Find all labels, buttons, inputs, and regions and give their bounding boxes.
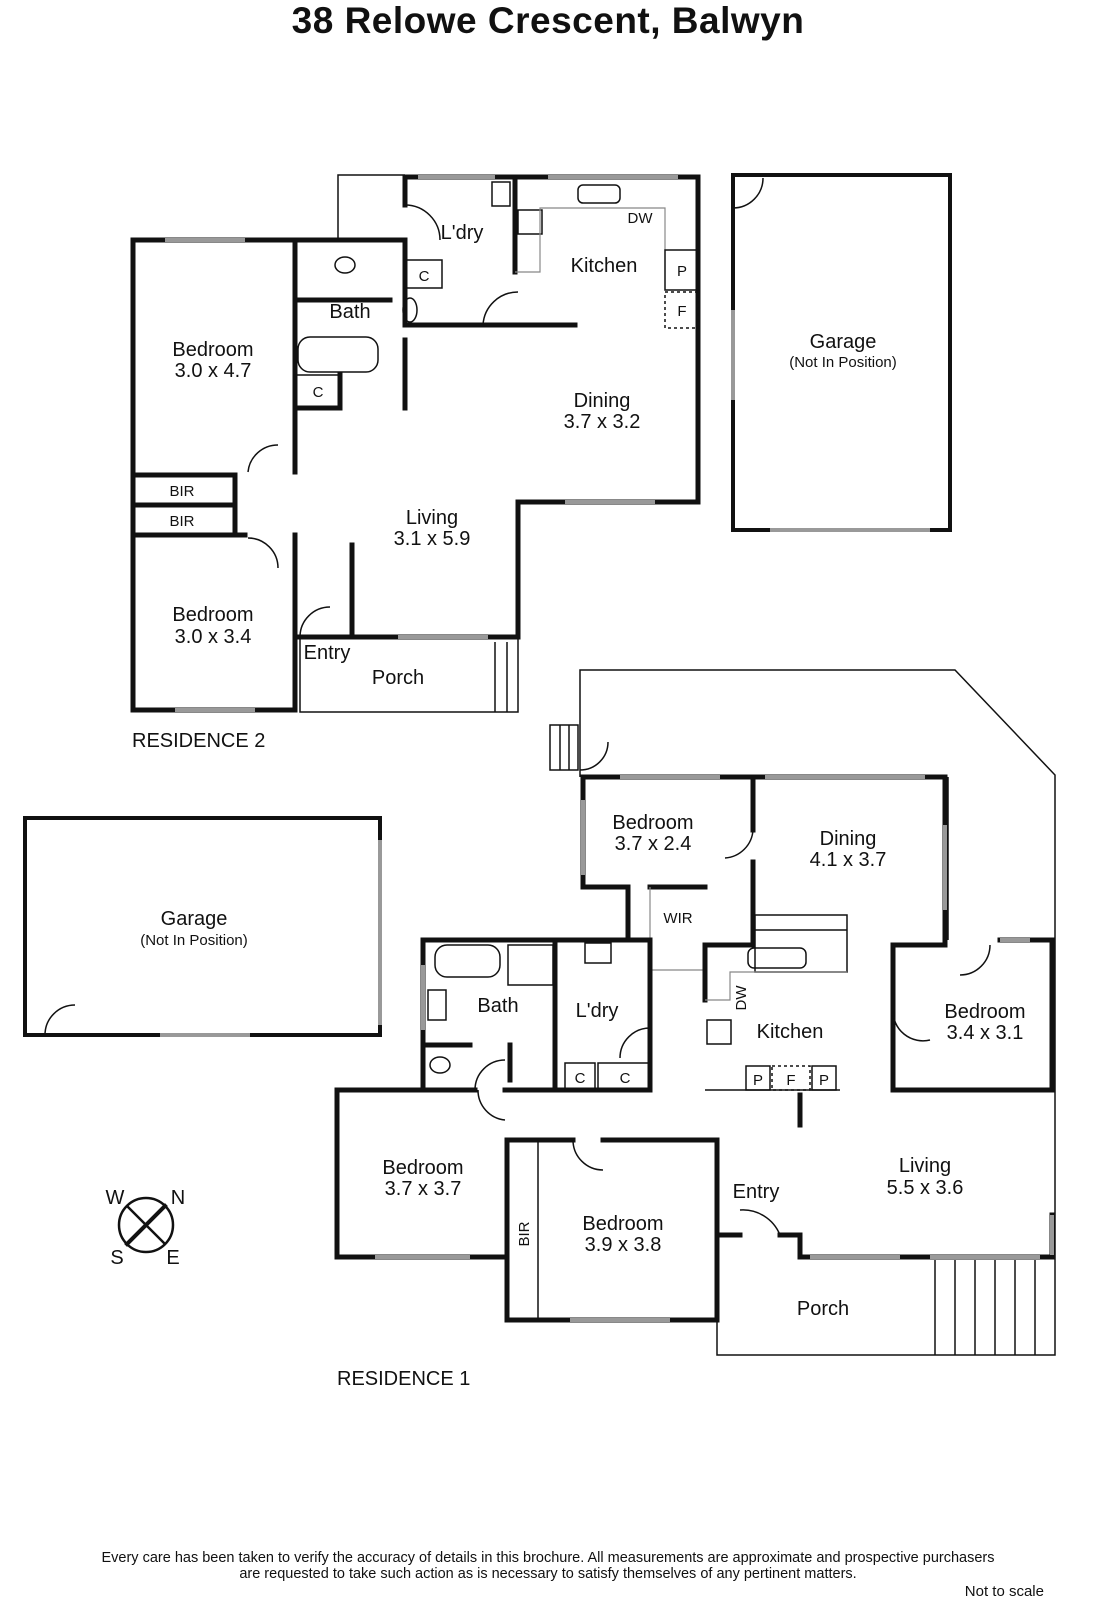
compass-south: S bbox=[110, 1247, 123, 1269]
residence-2-walls bbox=[130, 173, 952, 713]
compass-north: N bbox=[171, 1187, 185, 1209]
room-bedroom-size: 3.4 x 3.1 bbox=[947, 1022, 1024, 1044]
garage-note: (Not In Position) bbox=[140, 932, 248, 949]
cupboard-label: C bbox=[419, 268, 430, 285]
room-living-size: 3.1 x 5.9 bbox=[394, 528, 471, 550]
room-bedroom-name: Bedroom bbox=[172, 604, 253, 626]
dishwasher-label: DW bbox=[733, 985, 750, 1011]
disclaimer-line-1: Every care has been taken to verify the … bbox=[101, 1550, 995, 1566]
room-bedroom-name: Bedroom bbox=[612, 812, 693, 834]
bir-label: BIR bbox=[169, 483, 194, 500]
room-bedroom-name: Bedroom bbox=[382, 1157, 463, 1179]
cupboard-label: C bbox=[313, 384, 324, 401]
room-dining-size: 3.7 x 3.2 bbox=[564, 411, 641, 433]
room-bedroom-name: Bedroom bbox=[172, 339, 253, 361]
residence-2-labels: L'dry Kitchen DW P F C C Bath Bedroom 3.… bbox=[132, 210, 897, 752]
disclaimer: Every care has been taken to verify the … bbox=[0, 1550, 1096, 1582]
compass-icon: W N S E bbox=[106, 1187, 186, 1269]
room-bedroom-name: Bedroom bbox=[582, 1213, 663, 1235]
room-bedroom-size: 3.9 x 3.8 bbox=[585, 1234, 662, 1256]
dishwasher-label: DW bbox=[628, 210, 654, 227]
room-living-name: Living bbox=[899, 1155, 951, 1177]
cupboard-label: C bbox=[575, 1070, 586, 1087]
residence-1-walls bbox=[23, 669, 1056, 1356]
residence-2-label: RESIDENCE 2 bbox=[132, 730, 265, 752]
room-dining-name: Dining bbox=[574, 390, 631, 412]
room-bedroom-name: Bedroom bbox=[944, 1001, 1025, 1023]
room-living-name: Living bbox=[406, 507, 458, 529]
room-living-size: 5.5 x 3.6 bbox=[887, 1177, 964, 1199]
wir-label: WIR bbox=[663, 910, 692, 927]
room-kitchen: Kitchen bbox=[757, 1021, 824, 1043]
room-laundry: L'dry bbox=[576, 1000, 619, 1022]
room-dining-size: 4.1 x 3.7 bbox=[810, 849, 887, 871]
room-bath: Bath bbox=[477, 995, 518, 1017]
room-garage-name: Garage bbox=[161, 908, 228, 930]
fridge-label: F bbox=[786, 1072, 795, 1089]
bir-label: BIR bbox=[169, 513, 194, 530]
room-entry: Entry bbox=[304, 642, 351, 664]
room-bedroom-size: 3.0 x 3.4 bbox=[175, 626, 252, 648]
property-title: 38 Relowe Crescent, Balwyn bbox=[291, 0, 805, 41]
room-bedroom-size: 3.7 x 3.7 bbox=[385, 1178, 462, 1200]
compass-west: W bbox=[106, 1187, 125, 1209]
room-laundry: L'dry bbox=[441, 222, 484, 244]
room-bedroom-size: 3.7 x 2.4 bbox=[615, 833, 692, 855]
pantry-label: P bbox=[819, 1072, 829, 1089]
room-bath: Bath bbox=[329, 301, 370, 323]
room-bedroom-size: 3.0 x 4.7 bbox=[175, 360, 252, 382]
fridge-label: F bbox=[677, 303, 686, 320]
room-entry: Entry bbox=[733, 1181, 780, 1203]
cupboard-label: C bbox=[620, 1070, 631, 1087]
pantry-label: P bbox=[677, 263, 687, 280]
compass-east: E bbox=[166, 1247, 179, 1269]
room-porch: Porch bbox=[372, 667, 424, 689]
bir-label: BIR bbox=[516, 1221, 533, 1246]
residence-1-label: RESIDENCE 1 bbox=[337, 1368, 470, 1390]
pantry-label: P bbox=[753, 1072, 763, 1089]
room-garage-name: Garage bbox=[810, 331, 877, 353]
disclaimer-line-2: are requested to take such action as is … bbox=[239, 1566, 857, 1582]
room-kitchen: Kitchen bbox=[571, 255, 638, 277]
residence-1-labels: Garage (Not In Position) Bedroom 3.7 x 2… bbox=[140, 812, 1025, 1390]
room-porch: Porch bbox=[797, 1298, 849, 1320]
room-dining-name: Dining bbox=[820, 828, 877, 850]
not-to-scale-note: Not to scale bbox=[964, 1583, 1044, 1600]
garage-note: (Not In Position) bbox=[789, 354, 897, 371]
